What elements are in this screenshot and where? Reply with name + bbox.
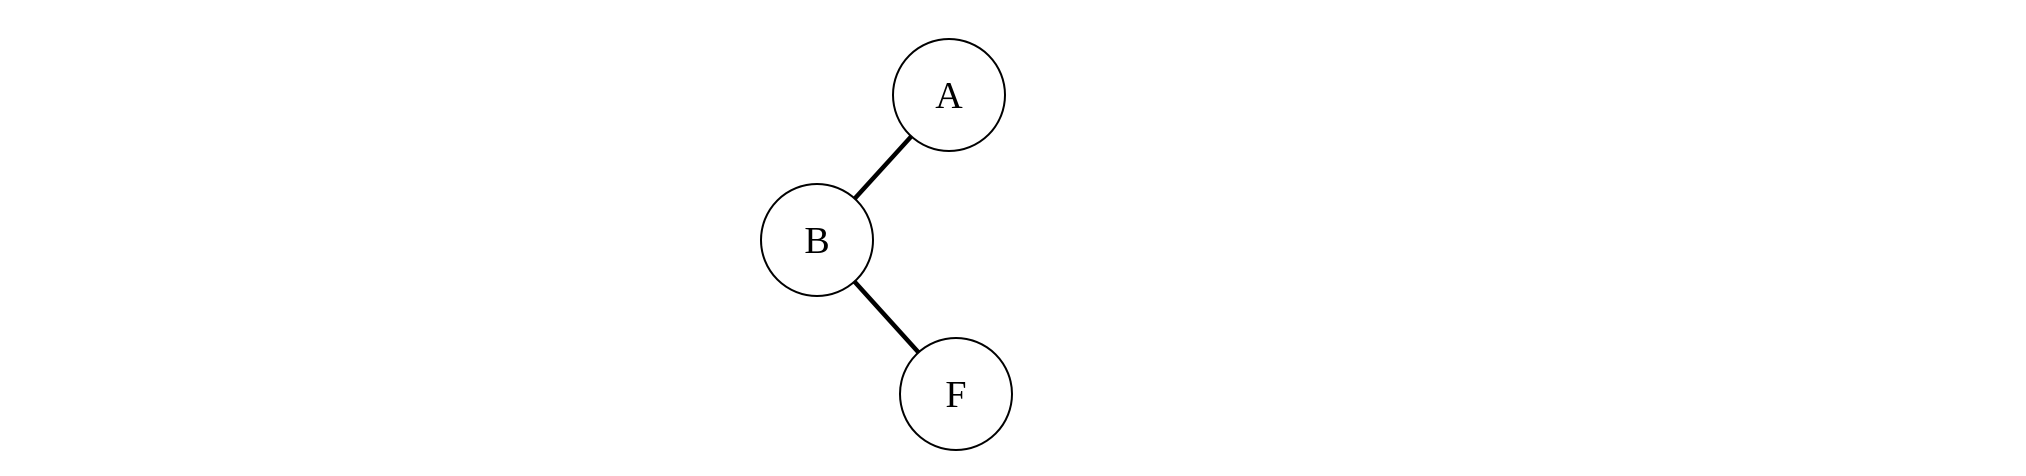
graph-edge-b-f[interactable]	[852, 280, 921, 354]
node-layer: A B F	[760, 38, 1013, 451]
node-label-f: F	[945, 374, 966, 416]
graph-edge-b-a[interactable]	[853, 134, 913, 201]
node-circle-b[interactable]	[760, 183, 874, 297]
edge-layer	[852, 134, 921, 354]
graph-node-a[interactable]: A	[892, 38, 1006, 152]
graph-node-f[interactable]: F	[899, 337, 1013, 451]
node-label-a: A	[935, 75, 963, 117]
graph-node-b[interactable]: B	[760, 183, 874, 297]
node-circle-a[interactable]	[892, 38, 1006, 152]
node-circle-f[interactable]	[899, 337, 1013, 451]
node-label-b: B	[804, 220, 829, 262]
